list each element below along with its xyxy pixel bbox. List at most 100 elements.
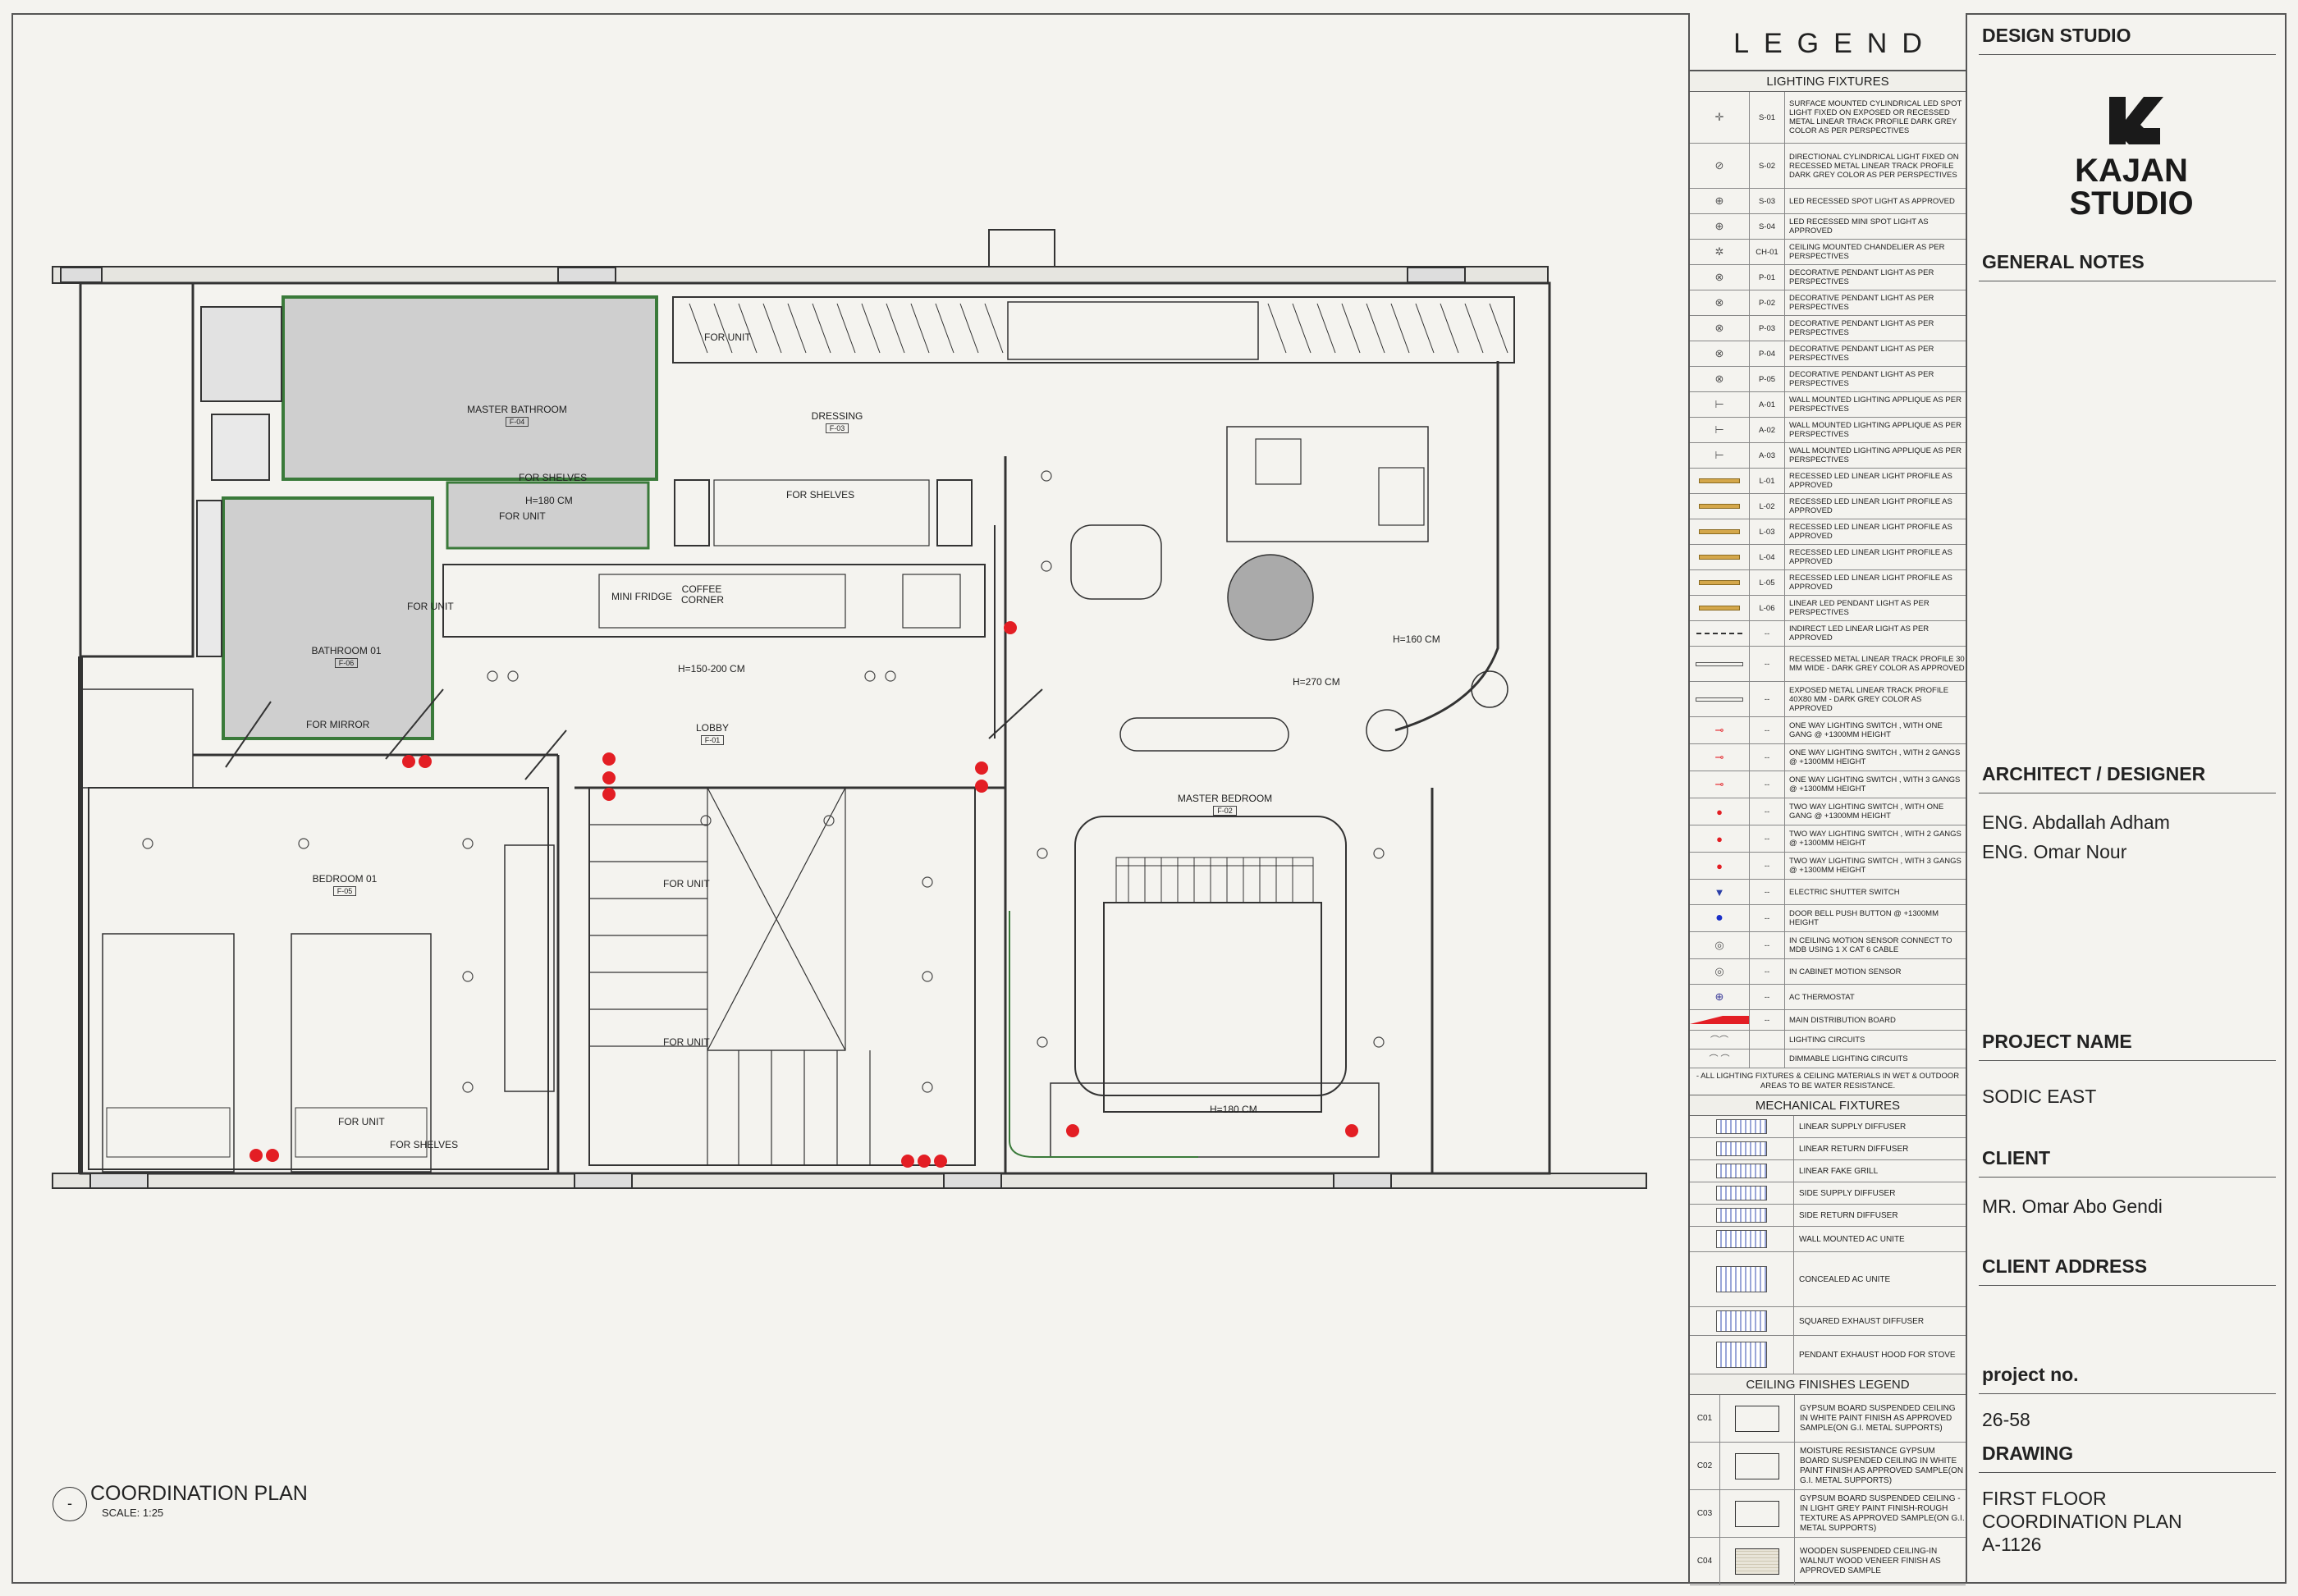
legend-description: GYPSUM BOARD SUSPENDED CEILING IN WHITE …: [1800, 1403, 1956, 1433]
legend-description: LINEAR SUPPLY DIFFUSER: [1799, 1122, 1907, 1132]
legend-symbol: ●: [1690, 825, 1750, 852]
legend-code: L-05: [1750, 570, 1785, 595]
legend-title: LEGEND: [1690, 13, 1966, 71]
legend-description: RECESSED LED LINEAR LIGHT PROFILE AS APP…: [1789, 497, 1952, 515]
legend-symbol: ✛: [1690, 92, 1750, 143]
mechanical-legend-row: WALL MOUNTED AC UNITE: [1690, 1227, 1966, 1252]
lighting-legend-row: ⊸--ONE WAY LIGHTING SWITCH , WITH 2 GANG…: [1690, 744, 1966, 771]
lighting-legend-row: ⊸--ONE WAY LIGHTING SWITCH , WITH 3 GANG…: [1690, 771, 1966, 798]
legend-symbol: ●: [1690, 905, 1750, 931]
legend-description: WALL MOUNTED LIGHTING APPLIQUE AS PER PE…: [1789, 446, 1962, 464]
legend-description: DECORATIVE PENDANT LIGHT AS PER PERSPECT…: [1789, 294, 1934, 312]
legend-code: L-04: [1750, 545, 1785, 569]
legend-symbol: ✲: [1690, 240, 1750, 264]
legend-code: L-06: [1750, 596, 1785, 620]
legend-symbol: ⊢: [1690, 443, 1750, 468]
project-no: 26-58: [1982, 1409, 2030, 1430]
legend-description: CONCEALED AC UNITE: [1799, 1274, 1891, 1284]
legend-symbol: [1690, 1227, 1794, 1251]
legend-code: --: [1750, 717, 1785, 743]
legend-symbol: ⊗: [1690, 316, 1750, 341]
legend-symbol: [1690, 1336, 1794, 1374]
legend-symbol: [1720, 1395, 1795, 1442]
room-label-master-bedroom: MASTER BEDROOM F-02: [1174, 793, 1276, 816]
legend-code: C02: [1690, 1443, 1720, 1489]
lighting-legend-row: ◎--IN CABINET MOTION SENSOR: [1690, 959, 1966, 985]
legend-code: C01: [1690, 1395, 1720, 1442]
drawing-label: DRAWING: [1982, 1443, 2074, 1464]
drawing-line-3: A-1126: [1982, 1534, 2042, 1555]
legend-code: --: [1750, 744, 1785, 771]
legend-symbol: [1690, 469, 1750, 493]
room-label-bathroom-01: BATHROOM 01 F-06: [305, 645, 387, 668]
legend-symbol: ⊗: [1690, 290, 1750, 315]
legend-code: --: [1750, 985, 1785, 1009]
legend-symbol: [1690, 1307, 1794, 1335]
mechanical-legend-row: SQUARED EXHAUST DIFFUSER: [1690, 1307, 1966, 1336]
legend-code: S-04: [1750, 214, 1785, 239]
client-label: CLIENT: [1982, 1147, 2051, 1168]
legend-symbol: ◎: [1690, 959, 1750, 984]
legend-symbol: [1690, 1116, 1794, 1137]
legend-symbol: ⊢: [1690, 418, 1750, 442]
design-studio-label: DESIGN STUDIO: [1982, 25, 2131, 46]
legend-symbol: ▼: [1690, 880, 1750, 904]
legend-description: INDIRECT LED LINEAR LIGHT AS PER APPROVE…: [1789, 624, 1929, 643]
legend-code: --: [1750, 853, 1785, 879]
legend-code: --: [1750, 932, 1785, 958]
room-code: F-04: [505, 417, 529, 427]
legend-symbol: [1690, 1160, 1794, 1182]
legend-code: A-03: [1750, 443, 1785, 468]
project-name-label: PROJECT NAME: [1982, 1031, 2132, 1052]
legend-description: AC THERMOSTAT: [1789, 992, 1855, 1002]
lighting-legend-row: ●--DOOR BELL PUSH BUTTON @ +1300MM HEIGH…: [1690, 905, 1966, 932]
lighting-legend-row: ◎--IN CEILING MOTION SENSOR CONNECT TO M…: [1690, 932, 1966, 959]
kajan-studio-logo: KAJAN STUDIO: [2069, 97, 2194, 222]
legend-code: --: [1750, 771, 1785, 798]
project-name: SODIC EAST: [1982, 1086, 2097, 1107]
lighting-legend-row: ⌒⌒LIGHTING CIRCUITS: [1690, 1031, 1966, 1050]
legend-description: WALL MOUNTED AC UNITE: [1799, 1234, 1905, 1244]
legend-description: RECESSED LED LINEAR LIGHT PROFILE AS APP…: [1789, 548, 1952, 566]
mechanical-legend-row: LINEAR RETURN DIFFUSER: [1690, 1138, 1966, 1160]
logo-line1: KAJAN: [2075, 153, 2188, 189]
legend-symbol: ⊗: [1690, 341, 1750, 366]
annot-for-unit: FOR UNIT: [407, 601, 454, 612]
legend-code: --: [1750, 798, 1785, 825]
mechanical-legend-row: LINEAR SUPPLY DIFFUSER: [1690, 1116, 1966, 1138]
legend-description: RECESSED LED LINEAR LIGHT PROFILE AS APP…: [1789, 574, 1952, 592]
room-code: F-06: [334, 658, 359, 668]
legend-description: SIDE SUPPLY DIFFUSER: [1799, 1188, 1896, 1198]
plan-number-bubble: -: [53, 1487, 87, 1521]
legend-code: --: [1750, 880, 1785, 904]
legend-code: --: [1750, 647, 1785, 681]
legend-code: L-03: [1750, 519, 1785, 544]
legend-description: LED RECESSED SPOT LIGHT AS APPROVED: [1789, 196, 1955, 206]
annot-for-unit: FOR UNIT: [663, 878, 710, 889]
lighting-legend-row: ⌒ ⌒DIMMABLE LIGHTING CIRCUITS: [1690, 1050, 1966, 1068]
legend-symbol: [1690, 1010, 1750, 1030]
legend-symbol: [1690, 519, 1750, 544]
legend-code: P-01: [1750, 265, 1785, 290]
legend-description: DIRECTIONAL CYLINDRICAL LIGHT FIXED ON R…: [1789, 152, 1959, 180]
architect-name-2: ENG. Omar Nour: [1982, 841, 2127, 862]
divider: [1979, 1393, 2276, 1394]
divider: [1979, 1472, 2276, 1473]
legend-symbol: [1690, 570, 1750, 595]
mechanical-fixtures-list: LINEAR SUPPLY DIFFUSER LINEAR RETURN DIFF…: [1690, 1116, 1966, 1374]
legend-description: WOODEN SUSPENDED CEILING-IN WALNUT WOOD …: [1800, 1546, 1941, 1575]
plan-scale: SCALE: 1:25: [102, 1507, 164, 1519]
legend-symbol: ⊘: [1690, 144, 1750, 188]
